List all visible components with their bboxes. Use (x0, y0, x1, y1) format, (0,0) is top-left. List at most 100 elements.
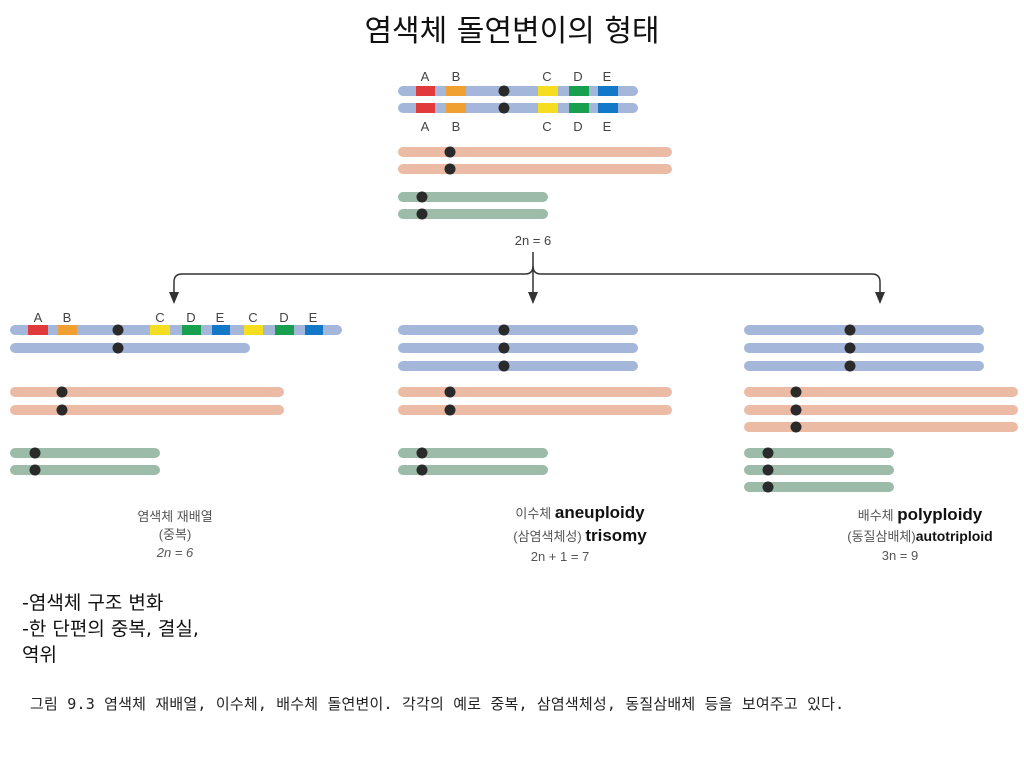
gene-label: E (603, 119, 612, 134)
chromosome-arm (744, 325, 984, 335)
gene-label: E (309, 310, 318, 325)
gene-band (305, 325, 323, 335)
chromosome-layer (10, 85, 1018, 493)
centromere (56, 404, 68, 416)
gene-label: A (421, 69, 430, 84)
note-line: -염색체 구조 변화 (22, 592, 164, 614)
centromere (444, 146, 456, 158)
gene-band (538, 103, 558, 113)
middle-label-ko2: (삼염색체성) (513, 529, 582, 544)
chromosome (398, 163, 672, 175)
centromere (844, 360, 856, 372)
arrowhead-middle (528, 292, 538, 304)
chromosome (398, 404, 672, 416)
gene-label: C (155, 310, 164, 325)
centromere (29, 447, 41, 459)
gene-label: C (248, 310, 257, 325)
gene-band (182, 325, 201, 335)
gene-band (598, 86, 618, 96)
chromosome-arm (398, 361, 638, 371)
chromosome-arm (744, 422, 1018, 432)
centromere (762, 464, 774, 476)
chromosome-arm (744, 482, 894, 492)
centromere (762, 447, 774, 459)
chromosome (10, 324, 342, 336)
chromosome (744, 360, 984, 372)
left-label-line1: 염색체 재배열 (137, 509, 213, 524)
right-label-en2: autotriploid (915, 528, 993, 544)
centromere (112, 324, 124, 336)
chromosome (744, 342, 984, 354)
chromosome (744, 404, 1018, 416)
gene-label: D (573, 119, 582, 134)
chromosome-arm (398, 147, 672, 157)
right-label-ko1: 배수체 (857, 508, 894, 523)
centromere (416, 464, 428, 476)
chromosome-arm (744, 448, 894, 458)
gene-band (569, 86, 589, 96)
right-label-ko2: (동질삼배체) (847, 529, 916, 544)
note-line: -한 단편의 중복, 결실, (22, 618, 199, 640)
chromosome-arm (398, 343, 638, 353)
chromosome-arm (398, 387, 672, 397)
chromosome (744, 324, 984, 336)
centromere (790, 386, 802, 398)
gene-band (569, 103, 589, 113)
chromosome (744, 447, 894, 459)
gene-band (244, 325, 263, 335)
gene-label: A (421, 119, 430, 134)
chromosome (398, 324, 638, 336)
chromosome (398, 360, 638, 372)
chromosome-arm (10, 448, 160, 458)
chromosome-arm (398, 448, 548, 458)
chromosome-arm (744, 361, 984, 371)
chromosome (744, 421, 1018, 433)
notes: -염색체 구조 변화 -한 단편의 중복, 결실, 역위 (22, 590, 199, 668)
top-ploidy: 2n = 6 (515, 233, 552, 248)
chromosome-arm (744, 343, 984, 353)
chromosome-diagram: A B C D E A B C D E A B C D E C D E 2n =… (10, 69, 1018, 493)
figure-caption: 그림 9.3 염색체 재배열, 이수체, 배수체 돌연변이. 각각의 예로 중복… (30, 695, 845, 713)
gene-band (598, 103, 618, 113)
gene-band (58, 325, 77, 335)
gene-label: C (542, 119, 551, 134)
gene-band (446, 86, 466, 96)
left-label-line3: 2n = 6 (156, 545, 194, 560)
chromosome-arm (10, 405, 284, 415)
left-label-line2: (중복) (158, 527, 192, 542)
gene-band (416, 103, 435, 113)
centromere (762, 481, 774, 493)
middle-label-en1: aneuploidy (554, 503, 645, 522)
centromere (56, 386, 68, 398)
gene-band (28, 325, 48, 335)
gene-band (446, 103, 466, 113)
chromosome-arm (398, 164, 672, 174)
chromosome (398, 102, 638, 114)
centromere (498, 102, 510, 114)
chromosome-arm (398, 405, 672, 415)
centromere (790, 421, 802, 433)
centromere (498, 360, 510, 372)
chromosome (398, 85, 638, 97)
chromosome-arm (10, 343, 250, 353)
centromere (844, 342, 856, 354)
chromosome (398, 208, 548, 220)
chromosome (744, 386, 1018, 398)
branch-bar (173, 265, 881, 302)
gene-label: D (186, 310, 195, 325)
chromosome-arm (398, 192, 548, 202)
chromosome (398, 342, 638, 354)
chromosome (398, 146, 672, 158)
gene-label: D (573, 69, 582, 84)
gene-label: B (452, 69, 461, 84)
note-line: 역위 (22, 644, 57, 666)
centromere (416, 447, 428, 459)
centromere (498, 324, 510, 336)
centromere (444, 386, 456, 398)
centromere (790, 404, 802, 416)
page-title: 염색체 돌연변이의 형태 (364, 14, 660, 49)
centromere (444, 163, 456, 175)
centromere (498, 85, 510, 97)
gene-labels: A B C D E A B C D E A B C D E C D E 2n =… (34, 69, 612, 325)
gene-band (416, 86, 435, 96)
